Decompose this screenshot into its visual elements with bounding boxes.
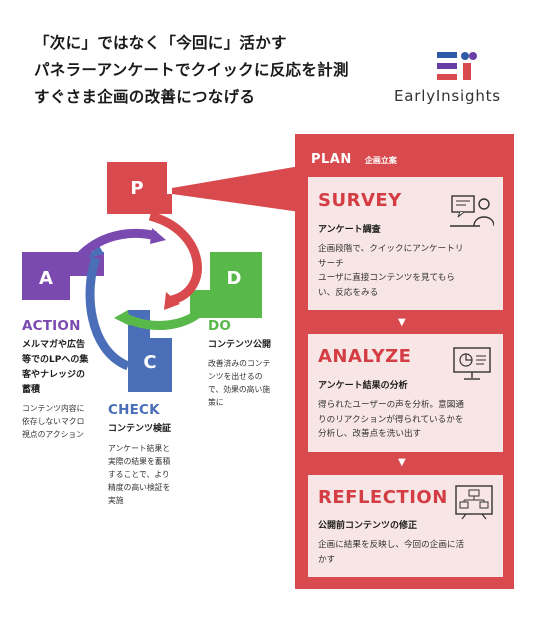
check-subtitle: コンテンツ検証 — [108, 424, 172, 434]
analyze-description: 得られたユーザーの声を分析。意図通 りのリアクションが得られているかを 分析し、… — [318, 400, 464, 439]
letter-p: P — [130, 178, 144, 199]
c-block — [128, 310, 172, 392]
analyze-card — [308, 334, 503, 452]
action-subtitle: メルマガや広告 等でのLPへの集 客やナレッジの 蓄積 — [22, 340, 89, 395]
letter-a: A — [39, 268, 53, 289]
arrow-d-to-c — [123, 297, 216, 330]
check-description: アンケート結果と 実際の結果を蓄積 することで、より 精度の高い検証を 実施 — [108, 444, 171, 505]
reflection-card — [308, 475, 503, 577]
p-block — [107, 162, 172, 214]
plan-title: PLAN — [311, 152, 352, 167]
do-description: 改善済みのコンテ ンツを出せるの で、効果の高い施 策に — [208, 359, 271, 407]
survey-card — [308, 177, 503, 310]
monitor-chart-icon — [453, 347, 491, 380]
reflection-description: 企画に結果を反映し、今回の企画に活 かす — [318, 540, 465, 565]
plan-pointer — [172, 166, 300, 212]
plan-subtitle: 企画立案 — [364, 156, 397, 165]
arrow-a-to-p — [68, 228, 158, 269]
flowchart-board-icon — [455, 485, 493, 520]
arrow-c-to-a — [85, 256, 130, 371]
chevron-down-icon: ▼ — [398, 457, 406, 468]
action-title: ACTION — [22, 318, 81, 334]
reflection-title: REFLECTION — [318, 487, 448, 508]
chevron-down-icon: ▼ — [398, 317, 406, 328]
a-block — [22, 252, 104, 300]
analyze-title: ANALYZE — [318, 346, 412, 367]
letter-d: D — [226, 268, 242, 289]
analyze-subtitle: アンケート結果の分析 — [318, 381, 408, 391]
survey-description: 企画段階で、クイックにアンケートリ サーチ ユーザに直接コンテンツを見てもら い… — [318, 244, 464, 298]
survey-title: SURVEY — [318, 190, 402, 211]
arrow-p-to-d — [148, 211, 202, 305]
survey-person-icon — [450, 195, 494, 227]
headline-line-1: 「次に」ではなく「今回に」活かす — [34, 34, 287, 52]
action-description: コンテンツ内容に 依存しないマクロ 視点のアクション — [22, 404, 85, 439]
plan-header: PLAN 企画立案 — [311, 148, 397, 167]
check-title: CHECK — [108, 402, 160, 418]
survey-subtitle: アンケート調査 — [318, 225, 381, 235]
logo-text: EarlyInsights — [394, 87, 501, 105]
do-subtitle: コンテンツ公開 — [208, 340, 272, 350]
headline-line-2: パネラーアンケートでクイックに反応を計測 — [34, 61, 349, 79]
headline-line-3: すぐさま企画の改善につなげる — [34, 88, 256, 106]
headline: 「次に」ではなく「今回に」活かす パネラーアンケートでクイックに反応を計測 すぐ… — [34, 30, 394, 111]
pdca-cycle-diagram — [22, 162, 300, 392]
do-title: DO — [208, 318, 232, 334]
reflection-subtitle: 公開前コンテンツの修正 — [318, 521, 418, 531]
letter-c: C — [143, 352, 157, 373]
logo-mark-icon — [437, 52, 477, 80]
